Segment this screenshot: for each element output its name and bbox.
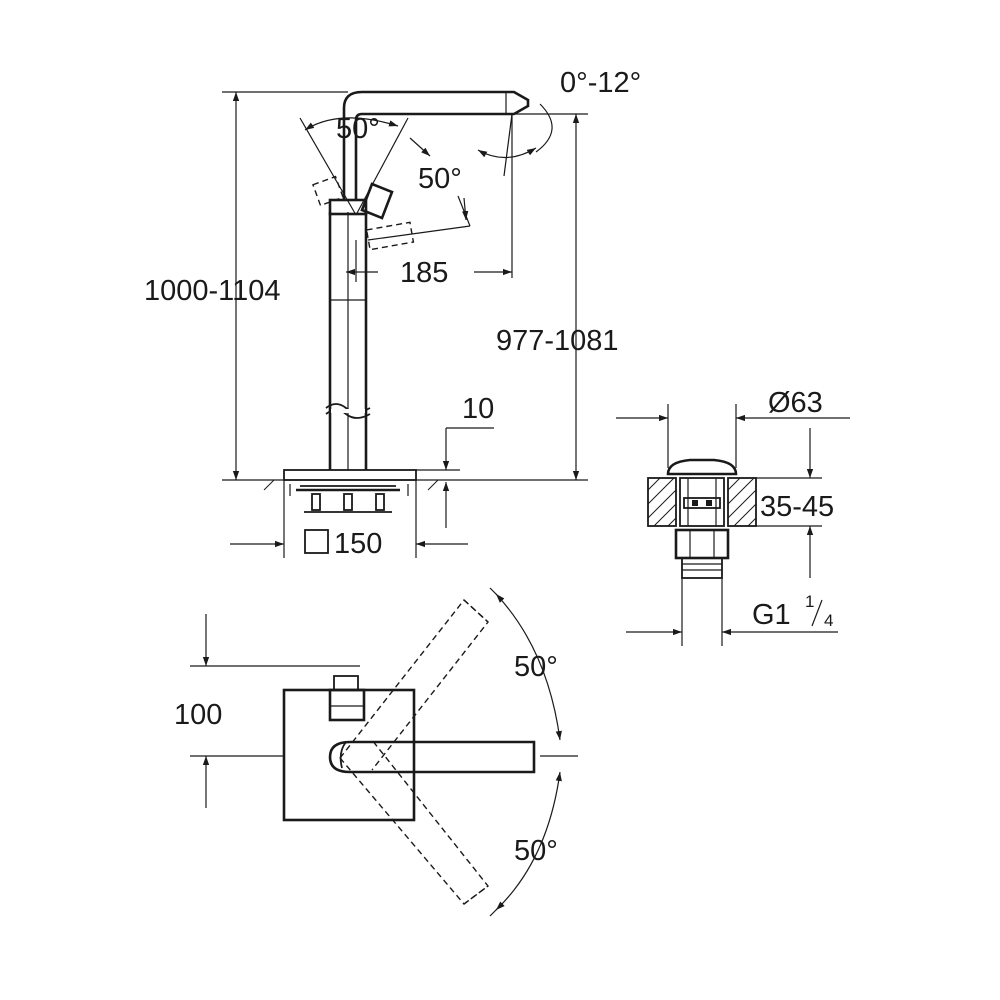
- base-size-label: 150: [334, 528, 382, 560]
- lever-left-angle-label: 50°: [336, 113, 380, 145]
- spout-height-label: 977-1081: [496, 325, 619, 357]
- waste-valve-view: Ø63 35-45 G1 1 4: [616, 387, 850, 646]
- mounting-bracket: [289, 484, 409, 513]
- waste-thread-fraction-num: 1: [805, 592, 814, 611]
- lever-right-angle-label: 50°: [418, 163, 462, 195]
- spout: [342, 90, 530, 200]
- waste-thread-label: G1: [752, 599, 791, 631]
- top-depth-label: 100: [174, 699, 222, 731]
- waste-diameter-label: Ø63: [768, 387, 823, 419]
- top-body: [328, 688, 366, 722]
- base-plate: [283, 469, 417, 481]
- top-view: 100 50° 50°: [174, 587, 578, 917]
- waste-thickness-label: 35-45: [760, 491, 834, 523]
- column: [325, 212, 371, 470]
- top-handle: [328, 740, 536, 774]
- top-angle-lower-label: 50°: [514, 835, 558, 867]
- floor-offset-label: 10: [462, 393, 494, 425]
- square-symbol-icon: [304, 529, 329, 554]
- lever-right-position: [365, 221, 415, 251]
- side-view: 0°-12° 50° 50° 185 1000-1104 977-1081 10…: [144, 67, 641, 560]
- lever: [360, 182, 394, 220]
- top-spout-block: [333, 675, 359, 691]
- waste-nut: [674, 528, 730, 560]
- spout-tilt-label: 0°-12°: [560, 67, 641, 99]
- surface-hatch-left: [647, 477, 677, 527]
- total-height-label: 1000-1104: [144, 275, 281, 307]
- top-angle-upper-label: 50°: [514, 651, 558, 683]
- top-lever-upper-position: [339, 598, 489, 771]
- waste-thread: [681, 557, 723, 579]
- top-base-square: [282, 688, 416, 822]
- spout-reach-label: 185: [400, 257, 448, 289]
- top-lever-lower-position: [339, 739, 489, 905]
- surface-hatch-right: [727, 477, 757, 527]
- waste-cap: [666, 458, 738, 476]
- waste-thread-fraction-den: 4: [824, 611, 833, 630]
